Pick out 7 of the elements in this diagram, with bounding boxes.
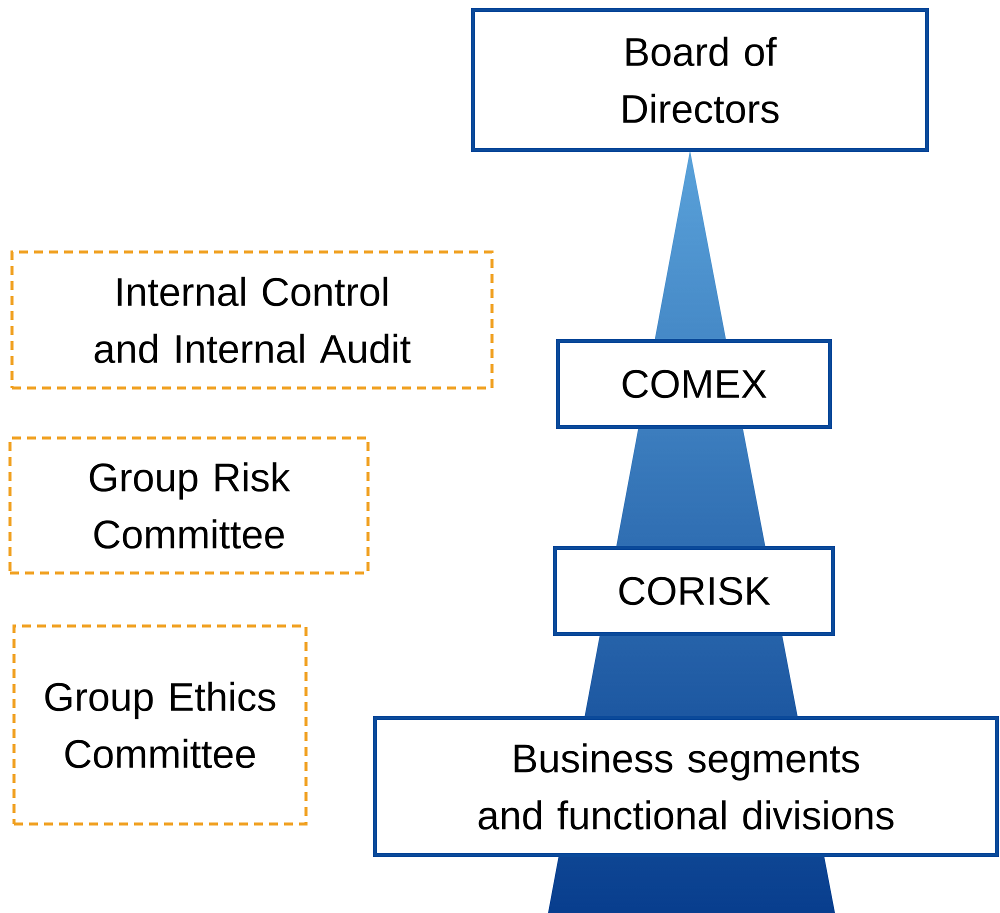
org-box: Board of Directors <box>471 8 929 152</box>
org-box: Business segments and functional divisions <box>373 716 1000 857</box>
committee-box: Group Risk Committee <box>8 436 370 574</box>
org-box: COMEX <box>556 339 832 429</box>
org-box: CORISK <box>553 546 835 636</box>
committee-box: Internal Control and Internal Audit <box>10 250 494 390</box>
committee-box: Group Ethics Committee <box>12 624 308 826</box>
